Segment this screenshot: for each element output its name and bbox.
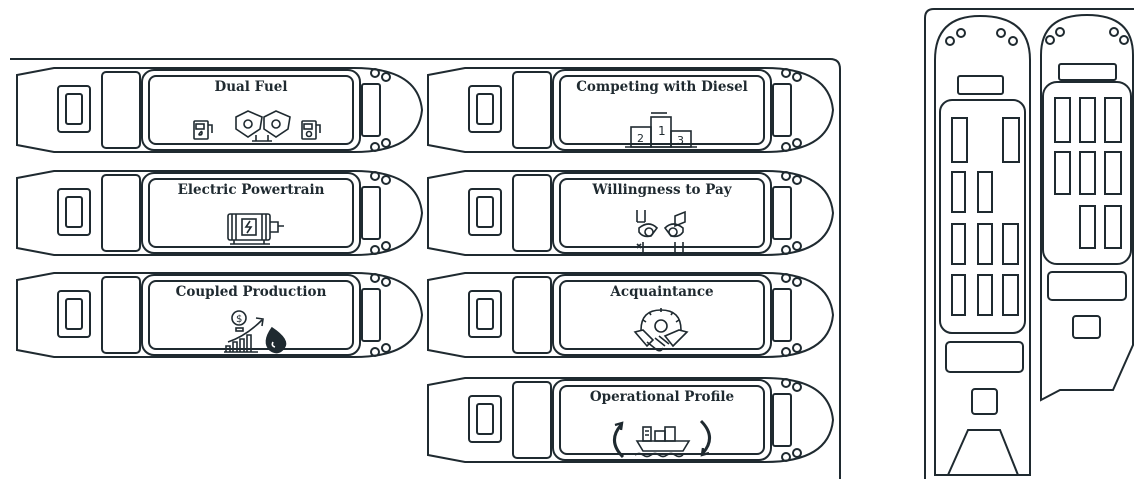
- ship-card: Dual Fuel: [14, 65, 426, 155]
- ship-card: Operational Profile: [425, 375, 837, 465]
- dual-fuel-engine-icon: [186, 107, 326, 143]
- svg-text:3: 3: [677, 134, 684, 147]
- payment-exchange-icon: [631, 206, 691, 256]
- ship-label: Dual Fuel: [149, 79, 353, 95]
- coupled-production-icon: $: [220, 308, 290, 356]
- svg-text:2: 2: [637, 132, 644, 145]
- ship-label: Competing with Diesel: [560, 79, 764, 95]
- ship-label: Willingness to Pay: [560, 182, 764, 198]
- container-ship-cycle-icon: [607, 417, 717, 461]
- svg-text:$: $: [236, 314, 242, 325]
- vertical-ship-large: [935, 16, 1030, 475]
- ship-label: Operational Profile: [560, 389, 764, 405]
- vertical-ship-small: [1041, 15, 1133, 400]
- ship-card: Coupled Production $: [14, 270, 426, 360]
- svg-text:1: 1: [658, 124, 666, 138]
- ship-card: Willingness to Pay: [425, 168, 837, 258]
- ship-card: Competing with Diesel 1 2 3: [425, 65, 837, 155]
- ship-label: Coupled Production: [149, 284, 353, 300]
- electric-motor-icon: [222, 208, 292, 248]
- ship-card: Electric Powertrain: [14, 168, 426, 258]
- ship-label: Acquaintance: [560, 284, 764, 300]
- handshake-gear-icon: [631, 306, 691, 356]
- podium-icon: 1 2 3: [621, 109, 701, 149]
- ship-label: Electric Powertrain: [149, 182, 353, 198]
- ship-card: Acquaintance: [425, 270, 837, 360]
